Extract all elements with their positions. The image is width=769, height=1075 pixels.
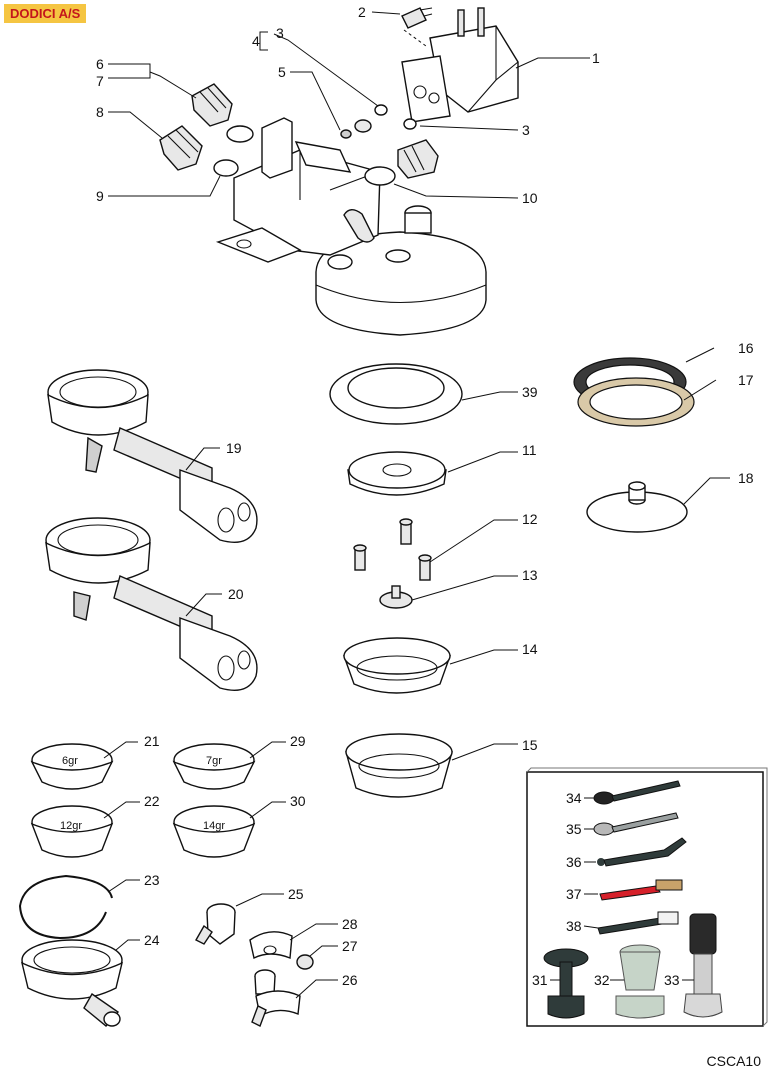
callout-15: 15 [522,737,538,753]
basket-label-7gr: 7gr [206,755,222,767]
shower-screen-14 [343,637,451,694]
cleaning-brush-red-37 [599,879,683,901]
shower-screen-15 [345,733,453,798]
callout-7: 7 [96,73,104,89]
callout-20: 20 [228,586,244,602]
leader-lines [103,11,730,999]
callout-1: 1 [592,50,600,66]
callout-12: 12 [522,511,538,527]
callout-31: 31 [532,972,548,988]
diagram-code: CSCA10 [706,1053,761,1069]
nozzle-fitting [397,139,439,179]
portafilter-single [47,369,258,543]
filter-basket-22 [30,805,114,858]
callout-28: 28 [342,916,358,932]
callout-3-upper: 3 [276,25,284,41]
basket-label-6gr: 6gr [62,755,78,767]
callout-25: 25 [288,886,304,902]
o-ring-3a [374,104,388,116]
diffuser-screw-13 [379,585,413,609]
dosing-spoon-dark-34 [593,780,681,805]
callout-10: 10 [522,190,538,206]
filter-basket-30 [172,805,256,858]
callout-9: 9 [96,188,104,204]
callout-3-lower: 3 [522,122,530,138]
callout-34: 34 [566,790,582,806]
portafilter-double [45,517,258,691]
callout-22: 22 [144,793,160,809]
fitting-6-7 [191,83,233,127]
tamper-calibrated-33 [683,913,723,1018]
basket-label-14gr: 14gr [203,820,225,832]
solenoid-valve [401,7,519,123]
dosing-spoon-metal-35 [593,812,679,836]
blind-filter-18 [586,481,688,533]
callout-18: 18 [738,470,754,486]
callout-38: 38 [566,918,582,934]
callout-17: 17 [738,372,754,388]
callout-2: 2 [358,4,366,20]
shower-holder-11 [347,451,447,496]
callout-32: 32 [594,972,610,988]
nozzle-27 [296,954,314,970]
callout-6: 6 [96,56,104,72]
o-ring-3b [403,118,417,130]
o-ring-small-a [226,125,254,143]
paper-gasket-17 [577,377,695,427]
cleaning-tool-36 [597,837,687,867]
tamper-31 [543,948,589,1019]
fitting-8 [159,125,203,171]
tamper-clear-32 [615,944,665,1019]
callout-36: 36 [566,854,582,870]
group-head-body [215,117,487,336]
callout-24: 24 [144,932,160,948]
callout-11: 11 [522,442,537,458]
callout-16: 16 [738,340,754,356]
gasket-39 [329,363,463,425]
callout-26: 26 [342,972,358,988]
callout-30: 30 [290,793,306,809]
screws-12 [353,518,432,581]
callout-8: 8 [96,104,104,120]
callout-4: 4 [252,33,260,49]
callout-35: 35 [566,821,582,837]
spring-ring-23 [18,874,113,940]
spout-25 [195,903,236,945]
callout-33: 33 [664,972,680,988]
filter-basket-21 [30,743,114,790]
spout-26 [251,969,301,1027]
spout-28 [249,931,293,960]
cleaning-brush-dark-38 [597,911,679,935]
callout-37: 37 [566,886,582,902]
portafilter-cup-24 [20,939,124,1027]
basket-label-12gr: 12gr [60,820,82,832]
callout-27: 27 [342,938,358,954]
callout-39: 39 [522,384,538,400]
filter-basket-29 [172,743,256,790]
callout-23: 23 [144,872,160,888]
valve-insert-5 [340,119,372,139]
callout-21: 21 [144,733,160,749]
callout-29: 29 [290,733,306,749]
callout-13: 13 [522,567,538,583]
callout-19: 19 [226,440,242,456]
o-ring-9 [213,159,239,177]
callout-5: 5 [278,64,286,80]
callout-14: 14 [522,641,538,657]
brand-label: DODICI A/S [4,4,87,23]
valve-screw [401,7,433,29]
o-ring-10 [364,166,396,186]
